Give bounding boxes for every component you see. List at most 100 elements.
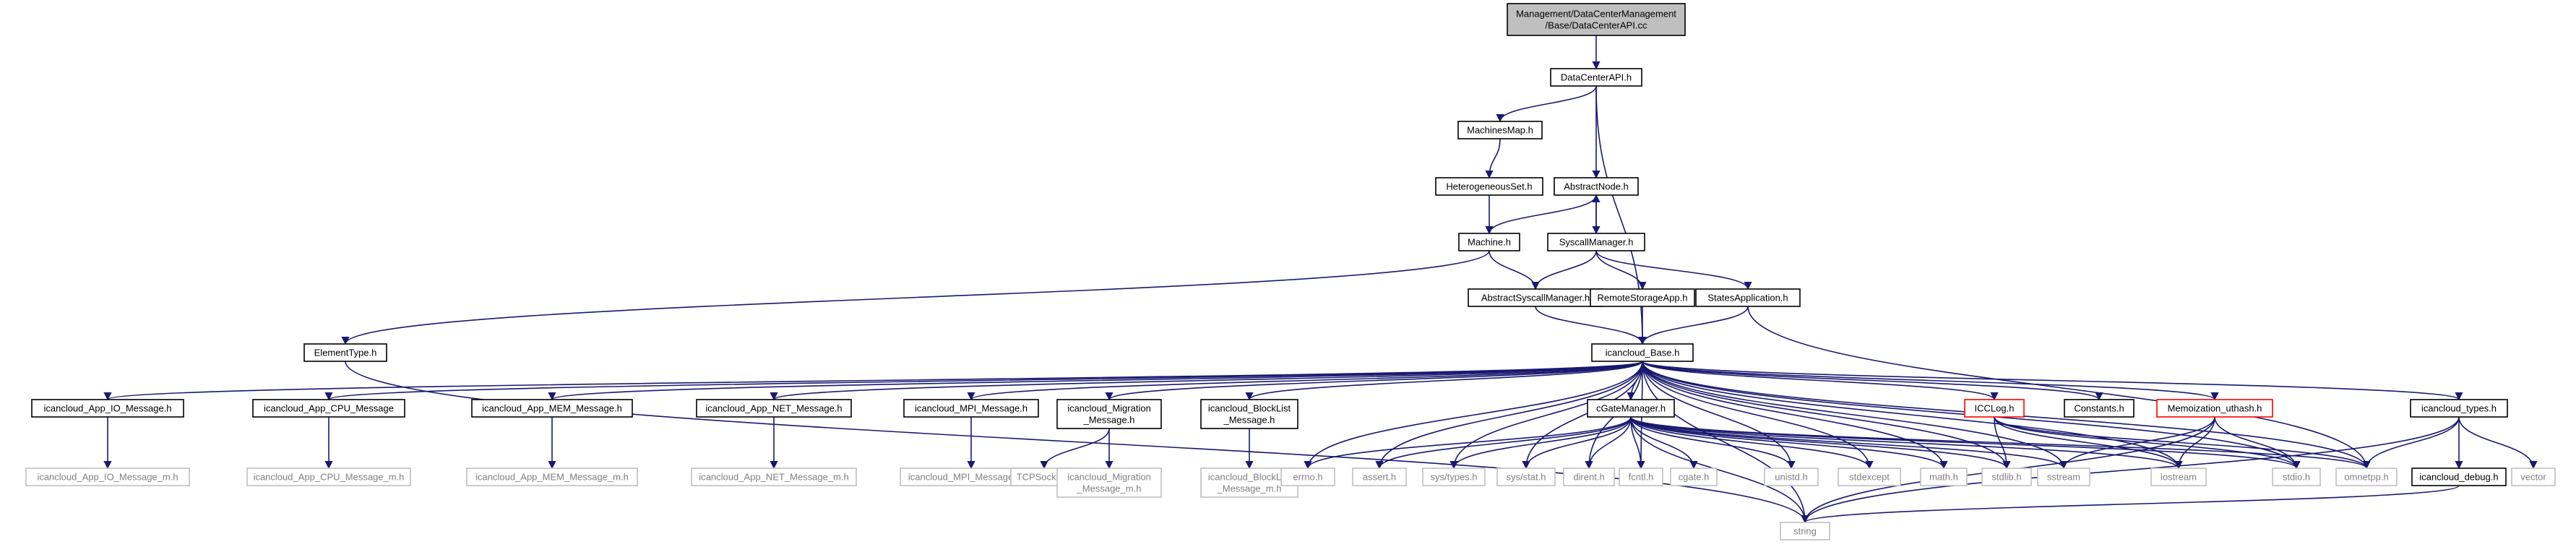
node-box (1550, 68, 1642, 87)
node-syscallmgr[interactable]: SyscallManager.h (1547, 233, 1645, 251)
node-vector[interactable]: vector (2511, 468, 2556, 486)
node-box (466, 468, 638, 486)
node-elementtype[interactable]: ElementType.h (303, 343, 387, 362)
edge-base-to-mpimsg (967, 361, 1643, 401)
node-sysstat[interactable]: sys/stat.h (1496, 468, 1556, 486)
node-cgatemgr[interactable]: cGateManager.h (1587, 399, 1675, 418)
edge-base-to-appio (104, 361, 1643, 401)
node-box (1619, 468, 1663, 486)
node-migration[interactable]: icancloud_Migration_Message.h (1056, 399, 1162, 429)
node-label: icancloud_App_MEM_Message_m.h (475, 472, 629, 483)
node-label: stdio.h (2283, 472, 2310, 483)
node-unistd[interactable]: unistd.h (1764, 468, 1819, 486)
node-box (696, 399, 852, 418)
node-string[interactable]: string (1780, 522, 1830, 540)
node-omnetpp[interactable]: omnetpp.h (2335, 468, 2398, 486)
node-label: Management/DataCenterManagement (1516, 9, 1676, 20)
edge-base-to-types (1642, 361, 2463, 401)
node-appnet[interactable]: icancloud_App_NET_Message.h (696, 399, 852, 418)
node-label: icancloud_App_CPU_Message_m.h (254, 472, 405, 483)
node-assert[interactable]: assert.h (1352, 468, 1407, 486)
edge-abstractnode-to-machine (1485, 194, 1597, 235)
node-box (1964, 399, 2025, 418)
edge-syscallmgr-to-statesapp (1595, 250, 1752, 290)
node-label: fcntl.h (1629, 472, 1654, 483)
node-label: icancloud_Base.h (1606, 348, 1680, 358)
node-label: math.h (1929, 472, 1958, 483)
node-dirent[interactable]: dirent.h (1563, 468, 1615, 486)
node-appcpu[interactable]: icancloud_App_CPU_Message (252, 399, 405, 418)
node-box (1280, 468, 1335, 486)
node-box (2511, 468, 2556, 486)
node-blocklist[interactable]: icancloud_BlockList_Message.h (1200, 399, 1298, 429)
node-debug[interactable]: icancloud_debug.h (2411, 468, 2507, 486)
node-machinesmap[interactable]: MachinesMap.h (1457, 121, 1543, 139)
node-appmem_m[interactable]: icancloud_App_MEM_Message_m.h (466, 468, 638, 486)
node-label: icancloud_App_IO_Message.h (43, 403, 171, 414)
node-errno[interactable]: errno.h (1280, 468, 1335, 486)
node-box (1200, 399, 1298, 429)
node-box (2410, 399, 2508, 418)
node-appio_m[interactable]: icancloud_App_IO_Message_m.h (25, 468, 190, 486)
node-label: icancloud_BlockList (1208, 472, 1291, 483)
edge-statesapp-to-base (1638, 306, 1749, 345)
edge-memo-to-sstream (2059, 416, 2215, 470)
node-box (2335, 468, 2398, 486)
edge-base-to-appmem (548, 361, 1643, 401)
node-label: Constants.h (2074, 403, 2124, 414)
edge-cgatemgr-to-string (1630, 416, 1809, 524)
node-heteroset[interactable]: HeterogeneousSet.h (1435, 177, 1543, 196)
node-migration_m[interactable]: icancloud_Migration_Message_m.h (1056, 468, 1162, 498)
node-remotestorage[interactable]: RemoteStorageApp.h (1590, 288, 1695, 307)
edge-icclog-to-stdio (1994, 416, 2301, 470)
node-memo[interactable]: Memoization_uthash.h (2156, 399, 2273, 418)
node-abssyscall[interactable]: AbstractSyscallManager.h (1468, 288, 1603, 307)
node-label: vector (2520, 472, 2546, 483)
node-machine[interactable]: Machine.h (1458, 233, 1520, 251)
node-constants[interactable]: Constants.h (2064, 399, 2135, 418)
node-box (246, 468, 411, 486)
node-cgate[interactable]: cgate.h (1670, 468, 1718, 486)
node-stdlib[interactable]: stdlib.h (1981, 468, 2032, 486)
node-box (1780, 522, 1830, 540)
edge-base-to-stdlib (1642, 361, 2011, 470)
node-box (1352, 468, 1407, 486)
node-label: sys/types.h (1430, 472, 1477, 483)
node-box (1468, 288, 1603, 307)
node-iostream[interactable]: iostream (2150, 468, 2207, 486)
node-abstractnode[interactable]: AbstractNode.h (1554, 177, 1639, 196)
node-box (1587, 399, 1675, 418)
node-label: Machine.h (1468, 237, 1511, 248)
node-mpimsg[interactable]: icancloud_MPI_Message.h (903, 399, 1039, 418)
node-types[interactable]: icancloud_types.h (2410, 399, 2508, 418)
node-appio[interactable]: icancloud_App_IO_Message.h (31, 399, 184, 418)
node-stdio[interactable]: stdio.h (2272, 468, 2321, 486)
node-fcntl[interactable]: fcntl.h (1619, 468, 1663, 486)
node-math[interactable]: math.h (1920, 468, 1968, 486)
edge-elementtype-to-string (345, 361, 1809, 524)
node-statesapp[interactable]: StatesApplication.h (1695, 288, 1801, 307)
node-base[interactable]: icancloud_Base.h (1591, 343, 1694, 362)
node-icclog[interactable]: ICCLog.h (1964, 399, 2025, 418)
node-label: icancloud_App_NET_Message.h (705, 403, 842, 414)
edge-syscallmgr-to-abssyscall (1531, 250, 1597, 290)
node-label: _Message.h (1083, 415, 1135, 426)
node-appnet_m[interactable]: icancloud_App_NET_Message_m.h (691, 468, 857, 486)
edge-statesapp-to-omnetpp (1747, 306, 2371, 470)
node-box (303, 343, 387, 362)
node-box (691, 468, 857, 486)
node-stdexcept[interactable]: stdexcept (1838, 468, 1901, 486)
dependency-nodes: Management/DataCenterManagement/Base/Dat… (25, 3, 2556, 540)
node-box (1422, 468, 1486, 486)
node-appmem[interactable]: icancloud_App_MEM_Message.h (471, 399, 633, 418)
edge-memo-to-iostream (2174, 416, 2215, 470)
node-label: /Base/DataCenterAPI.cc (1546, 20, 1647, 31)
node-box (1920, 468, 1968, 486)
node-sstream[interactable]: sstream (2037, 468, 2090, 486)
node-dcapi[interactable]: DataCenterAPI.h (1550, 68, 1642, 87)
node-systypes[interactable]: sys/types.h (1422, 468, 1486, 486)
node-appcpu_m[interactable]: icancloud_App_CPU_Message_m.h (246, 468, 411, 486)
node-root[interactable]: Management/DataCenterManagement/Base/Dat… (1507, 3, 1686, 36)
node-box (1458, 233, 1520, 251)
